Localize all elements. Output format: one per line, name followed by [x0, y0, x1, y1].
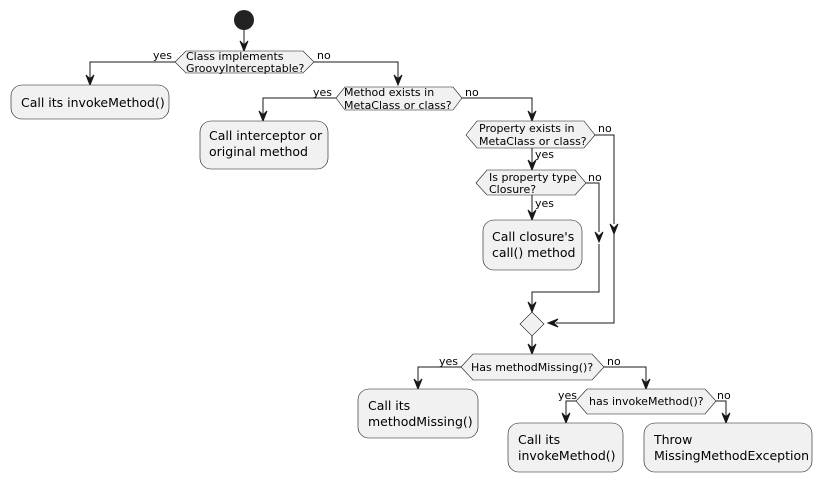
edge-method-exists-no: [462, 97, 533, 115]
decision-has-method-missing-text: Has methodMissing()?: [471, 361, 593, 374]
branch-label-no: no: [588, 171, 602, 184]
action-call-method-missing-line-1: Call its: [368, 398, 410, 413]
edge-is-closure-no: [586, 182, 600, 232]
branch-label-yes: yes: [535, 197, 554, 210]
action-call-closure-line-2: call() method: [492, 245, 575, 260]
arrowhead-icon: [393, 74, 403, 87]
arrowhead-icon: [721, 412, 731, 425]
edge-method-missing-no: [604, 366, 647, 383]
arrowhead-icon: [594, 231, 604, 244]
branch-label-yes: yes: [558, 389, 577, 402]
action-call-invoke-method-2-line-2: invokeMethod(): [518, 448, 616, 463]
action-call-closure-line-1: Call closure's: [492, 229, 574, 244]
decision-has-invoke-method: has invokeMethod()?: [575, 388, 717, 415]
decision-property-exists-line-2: MetaClass or class?: [479, 135, 587, 148]
arrowhead-icon: [609, 223, 619, 236]
action-throw-exception-line-2: MissingMethodException: [654, 448, 809, 463]
branch-label-yes: yes: [313, 86, 332, 99]
decision-method-exists-line-1: Method exists in: [344, 86, 434, 99]
action-call-interceptor-line-2: original method: [209, 144, 308, 159]
decision-is-closure: Is property type Closure?: [475, 169, 587, 196]
branch-label-no: no: [465, 86, 479, 99]
edge-interceptable-no: [314, 61, 399, 79]
decision-method-exists-line-2: MetaClass or class?: [344, 99, 452, 112]
edge-property-exists-no: [595, 134, 615, 224]
action-call-invoke-method: Call its invokeMethod(): [10, 84, 170, 120]
decision-groovy-interceptable-line-2: GroovyInterceptable?: [186, 62, 305, 75]
edge-method-missing-yes: [417, 366, 461, 383]
edge-interceptable-yes: [89, 61, 175, 79]
arrow-heads: [85, 40, 731, 425]
decision-groovy-interceptable: Class implements GroovyInterceptable?: [174, 50, 315, 75]
action-call-invoke-method-2: Call its invokeMethod(): [507, 422, 624, 473]
action-call-invoke-method-2-line-1: Call its: [518, 432, 560, 447]
edge-method-exists-yes: [262, 97, 336, 115]
action-call-interceptor: Call interceptor or original method: [199, 120, 329, 170]
branch-label-yes: yes: [535, 148, 554, 161]
arrowhead-icon: [561, 412, 571, 425]
action-call-closure: Call closure's call() method: [482, 219, 583, 271]
edge-invoke-method-no: [716, 400, 727, 417]
action-throw-exception-line-1: Throw: [653, 432, 692, 447]
arrowhead-icon: [641, 378, 651, 391]
action-call-method-missing-line-2: methodMissing(): [368, 414, 473, 429]
edge-property-exists-no-merge: [556, 232, 615, 324]
arrowhead-icon: [527, 110, 537, 123]
arrowhead-icon: [527, 301, 537, 314]
decision-has-invoke-method-text: has invokeMethod()?: [589, 395, 704, 408]
action-call-method-missing: Call its methodMissing(): [357, 388, 479, 439]
decision-groovy-interceptable-line-1: Class implements: [186, 50, 284, 63]
decision-method-exists: Method exists in MetaClass or class?: [335, 86, 463, 112]
arrowhead-icon: [527, 209, 537, 222]
merge-node: [519, 311, 545, 337]
decision-has-method-missing: Has methodMissing()?: [460, 353, 605, 381]
arrowhead-icon: [258, 110, 268, 123]
edge-is-closure-no-merge: [531, 244, 600, 306]
decision-is-closure-line-2: Closure?: [489, 183, 536, 196]
arrowhead-icon: [527, 343, 537, 356]
edge-invoke-method-yes: [565, 400, 576, 417]
arrowhead-icon: [527, 159, 537, 172]
decision-is-closure-line-1: Is property type: [489, 171, 577, 184]
arrowhead-icon: [239, 40, 249, 53]
action-throw-exception: Throw MissingMethodException: [643, 422, 813, 473]
branch-label-no: no: [317, 49, 331, 62]
start-node: [234, 10, 254, 30]
decision-property-exists: Property exists in MetaClass or class?: [465, 120, 596, 149]
edges: [89, 30, 727, 417]
action-call-interceptor-line-1: Call interceptor or: [209, 128, 323, 143]
arrowhead-icon: [413, 378, 423, 391]
arrowhead-icon: [546, 318, 559, 328]
branch-label-yes: yes: [439, 355, 458, 368]
decision-property-exists-line-1: Property exists in: [479, 122, 575, 135]
branch-label-no: no: [607, 355, 621, 368]
branch-label-no: no: [598, 122, 612, 135]
branch-label-no: no: [717, 389, 731, 402]
branch-label-yes: yes: [153, 49, 172, 62]
arrowhead-icon: [85, 74, 95, 87]
action-call-invoke-method-text: Call its invokeMethod(): [21, 95, 165, 110]
